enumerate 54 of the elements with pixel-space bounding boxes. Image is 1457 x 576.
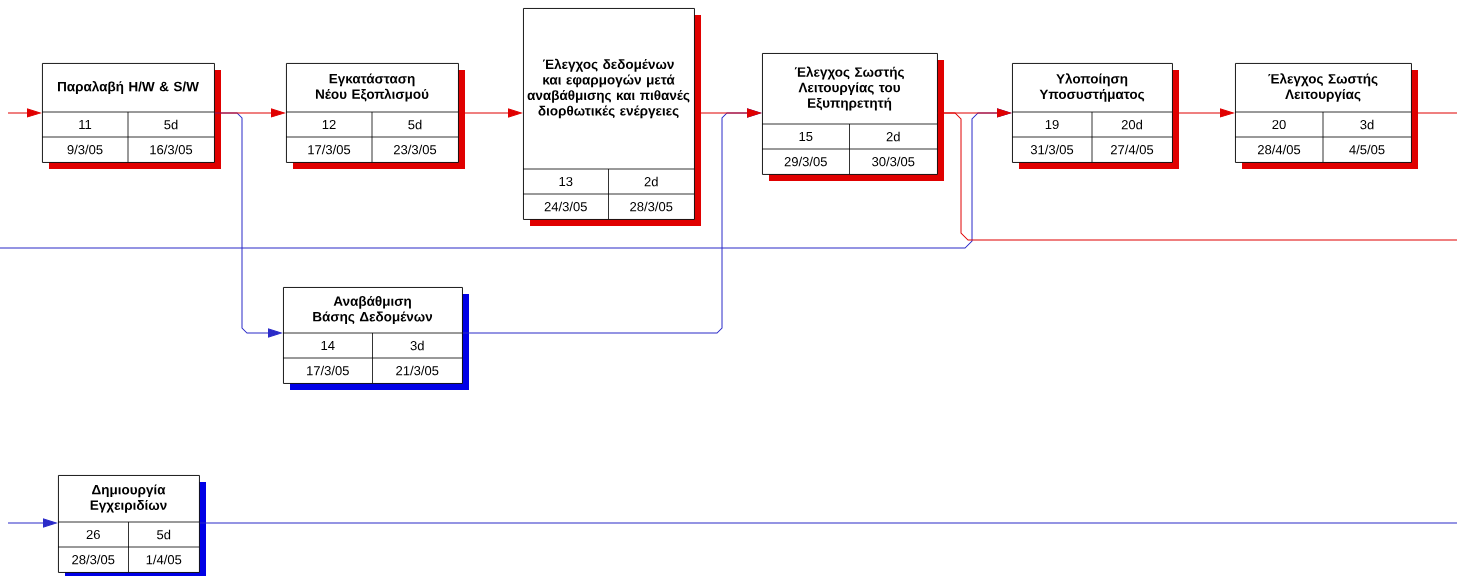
task-id: 15 [799,131,813,142]
start-date: 31/3/05 [1030,144,1074,155]
task-id: 19 [1045,119,1059,130]
task-box [522,8,701,226]
task-name: Παραλαβή H/W & S/W [58,81,199,94]
task-name: Εγκατάσταση Νέου Εξοπλισμού [316,73,429,102]
task-name: Αναβάθμιση Βάσης Δεδομένων [313,295,433,325]
duration: 5d [408,119,422,130]
start-date: 28/3/05 [72,554,115,565]
task-box [761,53,944,181]
duration: 3d [410,340,424,351]
task-box [41,63,221,169]
task-name: Υλοποίηση Υποσυστήματος [1039,73,1145,102]
duration: 5d [157,529,171,540]
task-id: 11 [79,120,92,129]
task-name: Δημιουργία Εγχειριδίων [90,484,167,513]
finish-date: 30/3/05 [872,156,915,167]
finish-date: 1/4/05 [146,554,182,565]
duration: 2d [644,176,658,187]
task-box [57,475,206,576]
task-id: 26 [86,529,100,540]
task-name: Έλεγχος δεδομένων και εφαρμογών μετά αναβάθμισης και πιθανές διορθωτικές ενέργειες [527,58,690,119]
duration: 5d [164,119,178,130]
task-id: 13 [559,176,573,187]
task-name: Έλεγχος Σωστής Λειτουργίας του Εξυπηρετητή [794,66,904,111]
finish-date: 27/4/05 [1111,144,1154,155]
task-box [1234,63,1418,169]
task-box [1011,63,1179,169]
arrow [458,108,522,118]
arrow [694,108,761,118]
arrow [7,108,41,118]
duration: 3d [1360,119,1374,130]
finish-date: 23/3/05 [394,144,437,155]
arrow [214,108,285,118]
task-id: 12 [322,119,336,130]
task-id: 14 [321,341,335,350]
task-box [285,63,465,169]
task-id: 20 [1272,119,1286,130]
start-date: 28/4/05 [1258,144,1301,155]
task-name: Έλεγχος Σωστής Λειτουργίας [1268,73,1378,102]
task-box [282,287,469,390]
start-date: 17/3/05 [308,144,351,155]
duration: 2d [886,131,900,142]
start-date: 29/3/05 [784,156,827,167]
arrow [7,518,57,528]
duration: 20d [1121,119,1142,130]
arrow [1172,108,1234,118]
finish-date: 16/3/05 [150,144,193,155]
start-date: 24/3/05 [544,201,587,212]
finish-date: 21/3/05 [396,365,439,376]
finish-date: 4/5/05 [1349,144,1385,155]
start-date: 17/3/05 [307,365,349,376]
start-date: 9/3/05 [67,144,103,155]
finish-date: 28/3/05 [630,201,673,212]
